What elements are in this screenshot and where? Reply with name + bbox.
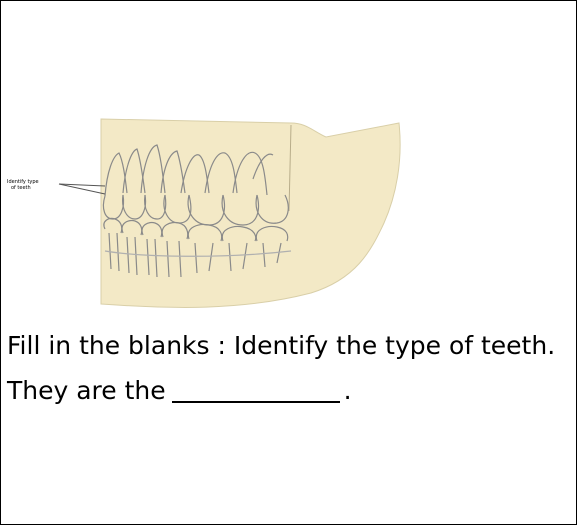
jaw-illustration: Identify type of teeth	[1, 101, 411, 316]
jaw-diagram: Identify type of teeth	[1, 101, 411, 316]
callout-lines	[59, 184, 105, 194]
answer-blank[interactable]	[172, 371, 340, 403]
question-period: .	[344, 376, 352, 405]
jaw-bone	[101, 119, 400, 307]
callout-label-line2: of teeth	[11, 185, 31, 191]
question-text: Fill in the blanks : Identify the type o…	[7, 323, 573, 413]
